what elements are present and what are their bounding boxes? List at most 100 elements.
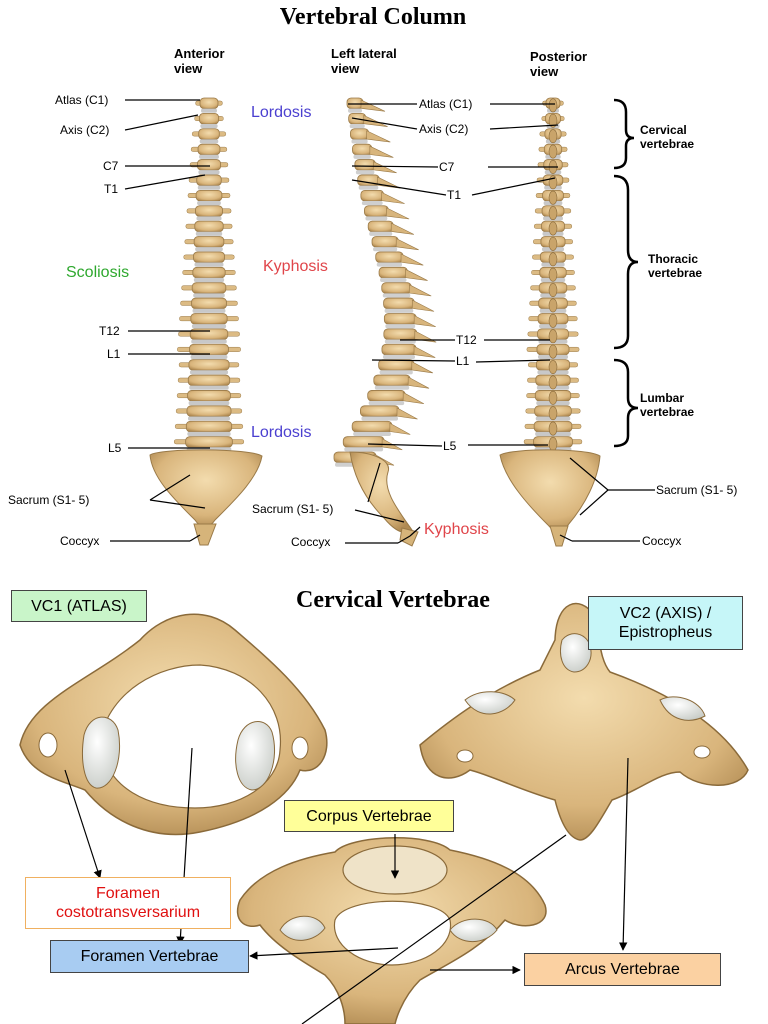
- vertebra: [367, 220, 394, 233]
- vertebra: [378, 266, 408, 279]
- intervertebral-disc: [348, 108, 362, 113]
- intervertebral-disc: [191, 324, 227, 329]
- lateral-sacrum: [349, 451, 413, 533]
- spinous-process: [395, 238, 419, 251]
- spinous-process: [548, 344, 558, 359]
- anterior-spine-illustration: [172, 97, 246, 467]
- spinous-process: [548, 298, 558, 313]
- vertebra: [196, 159, 222, 171]
- intervertebral-disc: [189, 385, 229, 390]
- intervertebral-disc: [353, 431, 391, 436]
- lateral-atlas-label: Atlas (C1): [419, 97, 472, 111]
- intervertebral-disc: [373, 247, 398, 252]
- axis-illustration: [419, 602, 749, 841]
- vc1-atlas-box: VC1 (ATLAS): [11, 590, 147, 622]
- spinous-process: [548, 129, 558, 144]
- intervertebral-disc: [190, 354, 228, 360]
- intervertebral-disc: [187, 416, 231, 421]
- vertebra: [185, 436, 233, 448]
- intervertebral-disc: [365, 216, 388, 221]
- vertebra: [186, 405, 232, 417]
- thoracic-region-label-line2: vertebrae: [648, 266, 702, 280]
- posterior-sacrum: [499, 449, 601, 531]
- vertebra: [189, 343, 229, 356]
- vertebra: [360, 405, 400, 417]
- spinous-process: [548, 406, 558, 421]
- anterior-t12-label: T12: [99, 324, 120, 338]
- spinous-process: [548, 236, 558, 251]
- intervertebral-disc: [195, 231, 223, 236]
- intervertebral-disc: [197, 200, 221, 206]
- intervertebral-disc: [196, 216, 222, 221]
- intervertebral-disc: [199, 154, 219, 159]
- thoracic-region-label-line1: Thoracic: [648, 252, 698, 266]
- spinous-process: [548, 221, 558, 236]
- intervertebral-disc: [201, 108, 217, 113]
- intervertebral-disc: [197, 185, 221, 190]
- vc2-axis-label-line2: Epistropheus: [618, 624, 713, 641]
- vertebra: [188, 359, 230, 371]
- lateral-view-title-line1: Left lateral: [331, 46, 397, 61]
- vertebra: [193, 236, 225, 248]
- vertebra: [350, 128, 370, 140]
- vertebra: [346, 97, 364, 110]
- spinous-process: [548, 98, 558, 113]
- vertebra: [360, 189, 385, 202]
- spinous-process: [413, 314, 436, 328]
- intervertebral-disc: [355, 170, 375, 175]
- posterior-coccyx: [549, 525, 569, 547]
- intervertebral-disc: [361, 416, 399, 421]
- lateral-axis-label: Axis (C2): [419, 122, 468, 136]
- spinous-process: [369, 145, 394, 158]
- lateral-c7-label: C7: [439, 160, 455, 174]
- spinous-process: [366, 130, 391, 143]
- lateral-t12-label: T12: [456, 333, 477, 347]
- spinous-process: [411, 299, 435, 312]
- intervertebral-disc: [200, 124, 218, 129]
- intervertebral-disc: [369, 231, 393, 236]
- lateral-view-title-line2: view: [331, 61, 360, 76]
- vertebra: [194, 220, 224, 233]
- anterior-atlas-label: Atlas (C1): [55, 93, 108, 107]
- spinous-process: [409, 284, 432, 297]
- anterior-sacrum: [149, 449, 263, 527]
- cervical-lordosis-label: Lordosis: [251, 104, 311, 121]
- cervical-vertebrae-title: Cervical Vertebrae: [296, 587, 490, 613]
- vertebra: [191, 297, 227, 310]
- spinous-process: [548, 313, 558, 328]
- cervical-region-label-line1: Cervical: [640, 123, 687, 137]
- anterior-t1-label: T1: [104, 182, 118, 196]
- intervertebral-disc: [368, 401, 405, 406]
- vertebra: [383, 297, 415, 310]
- scoliosis-label: Scoliosis: [66, 264, 129, 281]
- anterior-view-title-line2: view: [174, 61, 203, 76]
- vertebra: [192, 266, 226, 279]
- corpus-vertebrae-box: Corpus Vertebrae: [284, 800, 454, 832]
- vertebra: [190, 313, 228, 325]
- vertebra: [375, 251, 404, 263]
- anterior-coccyx: [193, 523, 217, 546]
- vertebra: [198, 128, 220, 140]
- spinous-process: [360, 99, 386, 112]
- vertebra: [373, 374, 411, 387]
- intervertebral-disc: [188, 401, 230, 406]
- sacral-kyphosis-label: Kyphosis: [424, 521, 489, 538]
- intervertebral-disc: [384, 308, 414, 313]
- intervertebral-disc: [385, 324, 416, 329]
- lumbar-region-label-line1: Lumbar: [640, 391, 684, 405]
- intervertebral-disc: [194, 262, 224, 267]
- vertebra: [354, 159, 376, 171]
- spinous-process: [400, 253, 424, 266]
- vertebra: [193, 251, 225, 263]
- vertebra: [383, 328, 418, 340]
- posterior-spine-illustration: [522, 97, 584, 467]
- vertebra: [352, 143, 373, 156]
- posterior-view-title-line2: view: [530, 64, 559, 79]
- spinous-process: [414, 330, 437, 343]
- spinous-process: [548, 113, 558, 128]
- vertebra: [196, 174, 222, 186]
- anterior-sacrum-label: Sacrum (S1- 5): [8, 493, 89, 507]
- spinous-process: [389, 422, 411, 435]
- intervertebral-disc: [376, 262, 403, 267]
